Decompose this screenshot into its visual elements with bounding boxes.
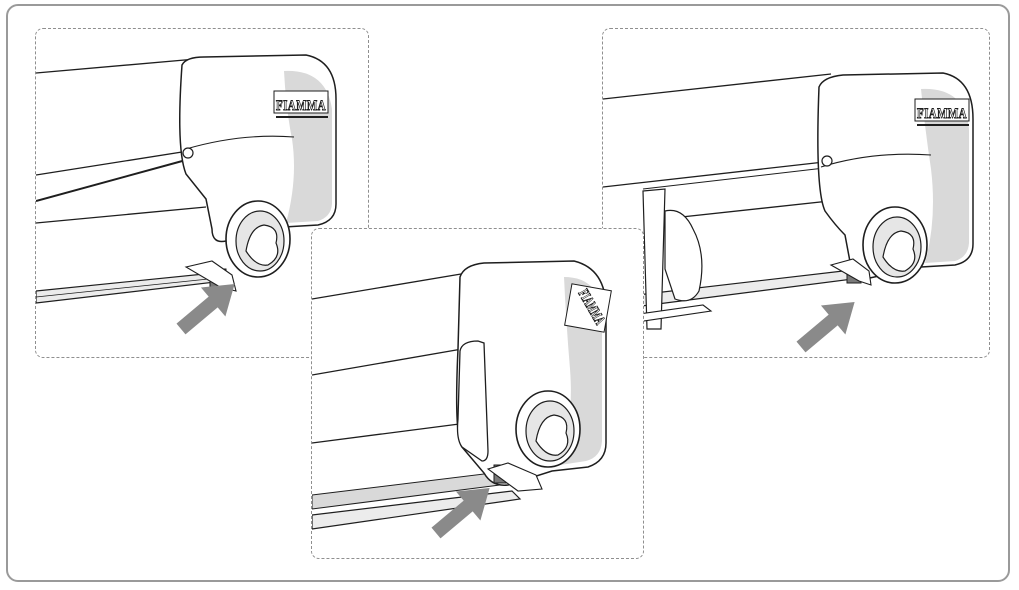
step-panel-c: FIAMMA <box>602 28 990 358</box>
awning-end-cap-drawing: FIAMMA <box>312 260 612 539</box>
pointer-arrow-icon <box>796 302 855 353</box>
pointer-arrow-icon <box>176 284 235 335</box>
pointer-arrow-icon <box>431 488 490 539</box>
awning-end-cap-drawing: FIAMMA <box>36 54 337 335</box>
fiamma-logo: FIAMMA <box>917 106 967 122</box>
step-panel-b: FIAMMA <box>311 228 644 559</box>
fiamma-logo: FIAMMA <box>276 98 326 114</box>
step-panel-a: FIAMMA <box>35 28 369 358</box>
awning-end-cap-drawing: FIAMMA <box>603 72 974 353</box>
